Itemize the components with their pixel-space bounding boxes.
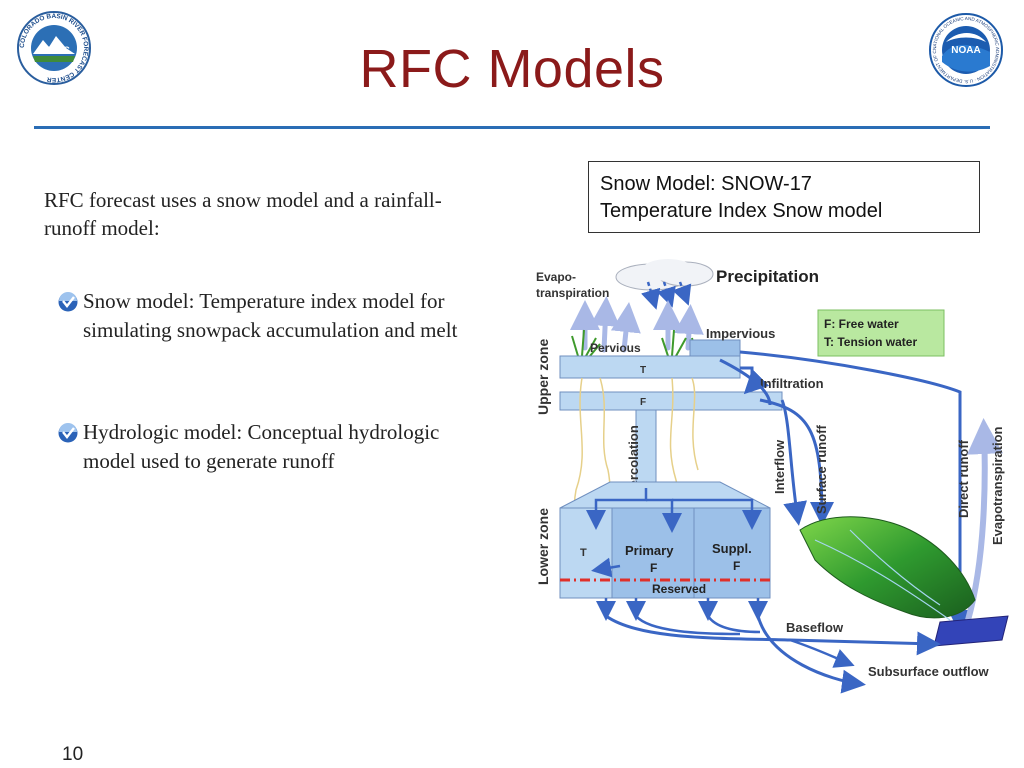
noaa-logo-text: NOAA: [951, 45, 980, 56]
check-bullet-icon: [58, 292, 78, 312]
intro-text: RFC forecast uses a snow model and a rai…: [44, 188, 442, 240]
river-lines: [814, 529, 951, 621]
snow-model-line: Snow Model: SNOW-17: [600, 173, 812, 195]
bullet-hydrologic-model: Hydrologic model: Conceptual hydrologic …: [58, 418, 458, 476]
grass-icon: [571, 329, 707, 357]
check-bullet-icon: [58, 423, 78, 443]
primary-tank: [611, 507, 695, 599]
outflow-feed-line: [789, 638, 855, 668]
snow-model-box: Snow Model: SNOW-17 Temperature Index Sn…: [588, 161, 980, 233]
surface-runoff-label: Surface runoff: [814, 424, 829, 514]
suppl-label: Suppl.: [712, 541, 752, 556]
watershed-terrain: [799, 516, 976, 619]
impervious-surface: [689, 339, 741, 357]
primary-label: Primary: [625, 543, 674, 558]
sacramento-model-diagram: Evapo- transpiration Precipitation F: Fr…: [535, 259, 1009, 694]
page-number: 10: [62, 744, 84, 765]
baseflow-feed-lines: [635, 615, 761, 636]
page-title: RFC Models: [359, 39, 665, 99]
bullet-text: Hydrologic model: Conceptual hydrologic …: [83, 420, 440, 473]
direct-runoff-label: Direct runoff: [956, 439, 971, 518]
outlet-box: [933, 615, 1009, 647]
precipitation-label: Precipitation: [716, 267, 819, 286]
legend-box: [817, 309, 945, 357]
evapotranspiration-label: Evapo-: [536, 270, 576, 284]
upper-zone-label: Upper zone: [535, 339, 551, 415]
noaa-logo: NOAA NATIONAL OCEANIC AND ATMOSPHERIC AD…: [928, 12, 1003, 87]
evaporation-arrows: [570, 296, 704, 353]
bullet-text: Snow model: Temperature index model for …: [83, 289, 458, 342]
lower-zone-roof: [559, 481, 771, 509]
percolation-label: Percolation: [626, 425, 641, 496]
lower-zone-label: Lower zone: [535, 508, 551, 585]
evapotranspiration-right-label: Evapotranspiration: [990, 426, 1005, 545]
bullet-snow-model: Snow model: Temperature index model for …: [58, 287, 458, 345]
pervious-label: Pervious: [590, 341, 641, 355]
subsurface-outflow-arrow: [756, 615, 866, 694]
upper-tension-tank: [559, 355, 741, 379]
upper-f-label: F: [640, 397, 646, 408]
reserved-label: Reserved: [652, 582, 706, 596]
interflow-label: Interflow: [772, 439, 787, 494]
upper-free-tank: [559, 391, 783, 411]
infiltration-arrow: [740, 366, 770, 395]
impervious-label: Impervious: [706, 326, 775, 341]
title-divider: [34, 126, 990, 129]
percolation-distribution-arrows: [586, 488, 762, 578]
suppl-f-label: F: [733, 559, 740, 573]
primary-f-label: F: [650, 561, 657, 575]
runoff-arrows: [719, 350, 972, 634]
infiltration-label: Infiltration: [760, 376, 824, 391]
baseflow-label: Baseflow: [786, 620, 844, 635]
lower-t-label: T: [580, 547, 587, 559]
subsurface-outflow-label: Subsurface outflow: [868, 664, 990, 679]
precipitation-arrows: [641, 281, 692, 310]
legend-free-water: F: Free water: [824, 317, 899, 331]
upper-t-label: T: [640, 365, 646, 376]
lower-outflow-arrows: [596, 598, 768, 621]
baseflow-arrow: [605, 614, 941, 656]
cbrfc-logo: CBRFC COLORADO BASIN RIVER FORECAST CENT…: [17, 11, 91, 85]
snow-model-line: Temperature Index Snow model: [600, 200, 883, 222]
legend-tension-water: T: Tension water: [824, 335, 917, 349]
cbrfc-logo-text: CBRFC: [38, 45, 70, 55]
evapotranspiration-label: transpiration: [536, 286, 609, 300]
